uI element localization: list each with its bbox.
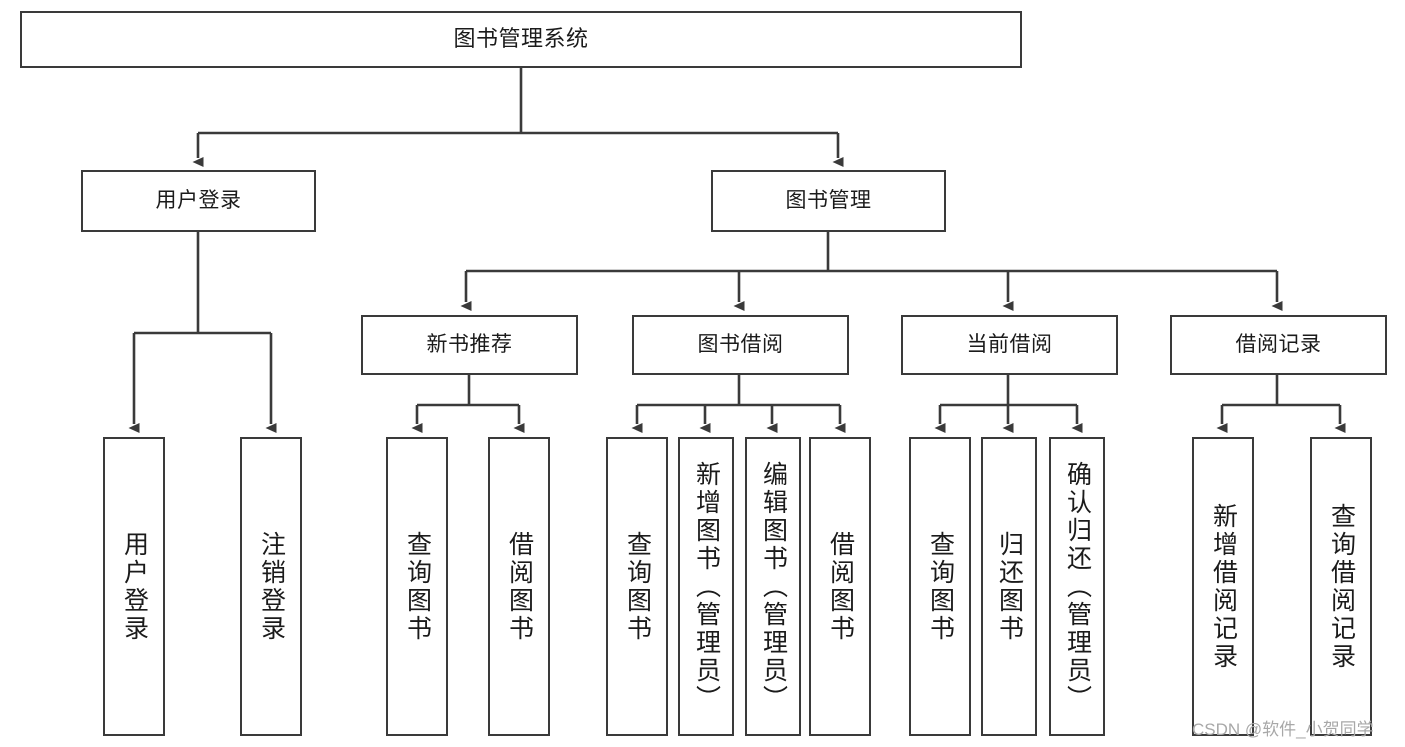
node-leaf-add-book[interactable]: 新增图书（管理员） bbox=[678, 437, 734, 736]
node-borrow-record[interactable]: 借阅记录 bbox=[1170, 315, 1387, 375]
node-leaf-borrow-book-2-label: 借阅图书 bbox=[826, 530, 855, 643]
node-leaf-borrow-book-1-label: 借阅图书 bbox=[505, 530, 534, 643]
node-book-borrow[interactable]: 图书借阅 bbox=[632, 315, 849, 375]
node-borrow-record-label: 借阅记录 bbox=[1235, 333, 1322, 357]
node-leaf-query-book-1-label: 查询图书 bbox=[403, 530, 432, 643]
node-leaf-confirm-return[interactable]: 确认归还（管理员） bbox=[1049, 437, 1105, 736]
node-leaf-query-book-2[interactable]: 查询图书 bbox=[606, 437, 668, 736]
node-book-management-label: 图书管理 bbox=[785, 189, 872, 213]
node-user-login[interactable]: 用户登录 bbox=[81, 170, 316, 232]
csdn-watermark: CSDN @软件_小贺同学 bbox=[1192, 720, 1374, 739]
node-book-management[interactable]: 图书管理 bbox=[711, 170, 946, 232]
node-leaf-user-login-label: 用户登录 bbox=[120, 530, 149, 643]
node-leaf-user-logout[interactable]: 注销登录 bbox=[240, 437, 302, 736]
node-leaf-query-book-1[interactable]: 查询图书 bbox=[386, 437, 448, 736]
node-new-book-recommend[interactable]: 新书推荐 bbox=[361, 315, 578, 375]
node-leaf-add-book-label: 新增图书（管理员） bbox=[692, 460, 721, 713]
node-current-borrow[interactable]: 当前借阅 bbox=[901, 315, 1118, 375]
node-new-book-recommend-label: 新书推荐 bbox=[426, 333, 513, 357]
node-leaf-edit-book[interactable]: 编辑图书（管理员） bbox=[745, 437, 801, 736]
node-leaf-query-book-3-label: 查询图书 bbox=[926, 530, 955, 643]
node-leaf-user-login[interactable]: 用户登录 bbox=[103, 437, 165, 736]
node-leaf-query-record-label: 查询借阅记录 bbox=[1327, 502, 1356, 671]
node-leaf-borrow-book-1[interactable]: 借阅图书 bbox=[488, 437, 550, 736]
node-root-system-label: 图书管理系统 bbox=[453, 26, 589, 52]
node-leaf-edit-book-label: 编辑图书（管理员） bbox=[759, 460, 788, 713]
node-book-borrow-label: 图书借阅 bbox=[697, 333, 784, 357]
node-leaf-add-record-label: 新增借阅记录 bbox=[1209, 502, 1238, 671]
node-leaf-query-book-2-label: 查询图书 bbox=[623, 530, 652, 643]
node-leaf-user-logout-label: 注销登录 bbox=[257, 530, 286, 643]
node-leaf-query-book-3[interactable]: 查询图书 bbox=[909, 437, 971, 736]
node-leaf-return-book-label: 归还图书 bbox=[995, 530, 1024, 643]
node-current-borrow-label: 当前借阅 bbox=[966, 333, 1053, 357]
node-leaf-borrow-book-2[interactable]: 借阅图书 bbox=[809, 437, 871, 736]
node-user-login-label: 用户登录 bbox=[155, 189, 242, 213]
node-leaf-query-record[interactable]: 查询借阅记录 bbox=[1310, 437, 1372, 736]
node-root-system[interactable]: 图书管理系统 bbox=[20, 11, 1022, 68]
node-leaf-confirm-return-label: 确认归还（管理员） bbox=[1063, 460, 1092, 713]
node-leaf-add-record[interactable]: 新增借阅记录 bbox=[1192, 437, 1254, 736]
node-leaf-return-book[interactable]: 归还图书 bbox=[981, 437, 1037, 736]
